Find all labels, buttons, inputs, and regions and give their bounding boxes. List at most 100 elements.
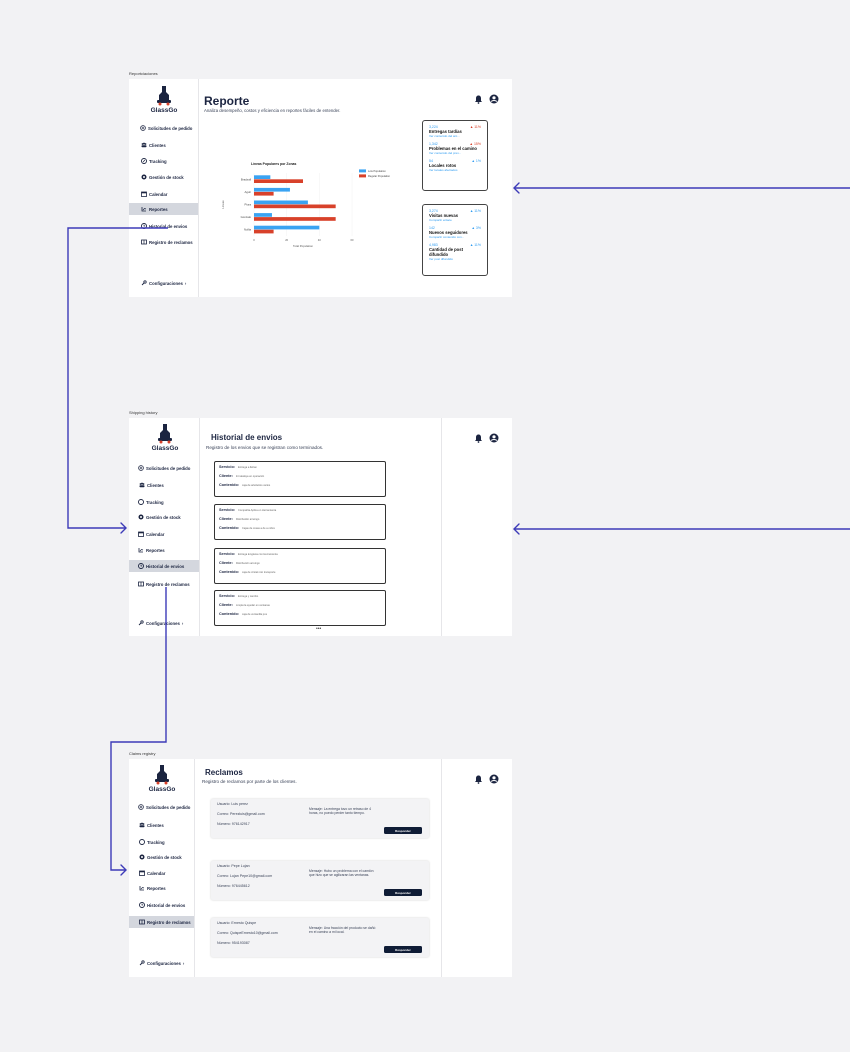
stat-value: 3,224 — [429, 125, 438, 129]
sidebar-item-calendar[interactable]: Calendar — [129, 188, 198, 200]
sidebar-item-label: Calendar — [147, 870, 166, 876]
sidebar-item-reclamos[interactable]: Registro de reclamos — [129, 236, 198, 248]
calendar-icon — [141, 191, 147, 197]
sidebar-item-solicitudes[interactable]: Solicitudes de pedido — [129, 122, 198, 134]
cliente-value: Limpieza ayudar en ventanas — [235, 604, 270, 607]
user-avatar-icon[interactable] — [489, 433, 499, 443]
sidebar-item-label: Gestión de stock — [147, 854, 182, 860]
sidebar-item-tracking[interactable]: Tracking — [129, 836, 194, 848]
bell-icon[interactable] — [474, 775, 483, 784]
stat-link[interactable]: Ver post difundido — [429, 257, 454, 261]
sidebar-item-tracking[interactable]: Tracking — [129, 496, 199, 508]
sidebar-item-reportes[interactable]: Reportes — [129, 203, 198, 215]
bell-icon[interactable] — [474, 95, 483, 104]
arrowhead-icon — [120, 864, 127, 876]
chart-title: Líneas Populares por Zonas — [251, 162, 297, 166]
chart-icon — [138, 547, 144, 553]
bar — [254, 229, 274, 234]
claim-message: Mensaje: Hubo un problema con el camión … — [309, 869, 374, 877]
sidebar-item-config[interactable]: Configuraciones › — [141, 280, 186, 287]
responder-button[interactable]: Responder — [384, 946, 422, 953]
user-avatar-icon[interactable] — [489, 774, 499, 784]
sidebar-item-stock[interactable]: Gestión de stock — [129, 171, 198, 183]
sidebar-item-calendar[interactable]: Calendar — [129, 867, 194, 879]
history-card[interactable]: Servicio:Entrega lengüeta con Herramient… — [214, 548, 386, 584]
clock-icon — [139, 902, 145, 908]
more-indicator[interactable]: ••• — [316, 626, 322, 632]
users-icon — [139, 822, 145, 828]
frame-label-historial: Shipping history — [129, 410, 158, 415]
brand-name: GlassGo — [150, 107, 178, 114]
claim-email: Correo: Lujan Pepe10@gmail.com — [217, 874, 273, 878]
sidebar-item-reclamos[interactable]: Registro de reclamos — [129, 916, 194, 928]
sidebar-item-label: Reportes — [149, 206, 168, 212]
reporte-screen: GlassGo Solicitudes de pedido Clientes T… — [129, 79, 512, 297]
sidebar-item-clientes[interactable]: Clientes — [129, 479, 199, 491]
stat-value: 1,342 — [429, 142, 438, 146]
sidebar-item-reportes[interactable]: Reportes — [129, 544, 199, 556]
stat-link[interactable]: Ver contenido del prev... — [429, 151, 462, 155]
frame-label-reporte: Reportciaciones — [129, 71, 158, 76]
stat-label: Locales rotos — [429, 163, 457, 168]
brand-name: GlassGo — [148, 786, 176, 793]
brand-logo: GlassGo — [142, 765, 182, 793]
stat-link[interactable]: Ver contenido del ant... — [429, 134, 460, 138]
plus-circle-icon — [138, 804, 144, 810]
bar — [254, 175, 271, 179]
arrowhead-icon — [513, 523, 520, 535]
sidebar-item-config[interactable]: Configuraciones › — [138, 620, 183, 627]
wrench-icon — [141, 280, 147, 287]
plus-circle-icon — [140, 125, 146, 131]
sidebar-item-label: Clientes — [149, 142, 166, 148]
cliente-value: Inti atalaya en operación — [235, 475, 265, 478]
y-tick-label: Nollia — [244, 228, 251, 232]
wrench-icon — [139, 960, 145, 967]
sidebar-item-config[interactable]: Configuraciones › — [139, 960, 184, 967]
claim-email: Correo: QuispeErnesto10@gmail.com — [217, 931, 278, 935]
sidebar-item-clientes[interactable]: Clientes — [129, 819, 194, 831]
x-axis-label: Total Population — [293, 244, 313, 248]
sidebar-item-reportes[interactable]: Reportes — [129, 882, 194, 894]
sidebar-item-clientes[interactable]: Clientes — [129, 139, 198, 151]
bar — [254, 204, 336, 209]
sidebar-item-calendar[interactable]: Calendar — [129, 528, 199, 540]
wrench-icon — [138, 620, 144, 627]
sidebar-item-label: Solicitudes de pedido — [146, 465, 191, 471]
responder-button[interactable]: Responder — [384, 827, 422, 834]
stat-link[interactable]: Ver locales afectados — [429, 168, 458, 172]
sidebar-item-tracking[interactable]: Tracking — [129, 155, 198, 167]
stat-link[interactable]: Compartir contenido con... — [429, 235, 465, 239]
sidebar-item-stock[interactable]: Gestión de stock — [129, 851, 194, 863]
claim-message: Mensaje: La entrega tuvo un retraso de 4… — [309, 807, 372, 815]
users-icon — [139, 482, 145, 488]
arrowhead-icon — [513, 182, 520, 194]
sidebar: GlassGo Solicitudes de pedido Clientes T… — [129, 418, 200, 636]
sidebar-item-solicitudes[interactable]: Solicitudes de pedido — [129, 462, 199, 474]
sidebar-item-label: Registro de reclamos — [147, 919, 191, 925]
stat-link[interactable]: Compartir enlace — [429, 218, 452, 222]
calendar-icon — [138, 531, 144, 537]
calendar-icon — [139, 870, 145, 876]
sidebar-item-historial[interactable]: Historial de envios — [129, 899, 194, 911]
claim-message: Mensaje: Una fracción del producto se da… — [309, 926, 376, 934]
box-icon — [139, 854, 145, 860]
responder-button[interactable]: Responder — [384, 889, 422, 896]
stat-change: ▲ 1% — [471, 159, 482, 163]
plus-circle-icon — [138, 465, 144, 471]
sidebar-item-reclamos[interactable]: Registro de reclamos — [129, 578, 199, 590]
sidebar-item-solicitudes[interactable]: Solicitudes de pedido — [129, 801, 194, 813]
chevron-right-icon: › — [181, 621, 184, 626]
user-avatar-icon[interactable] — [489, 94, 499, 104]
sidebar-item-historial[interactable]: Historial de envios — [129, 560, 199, 572]
contenido-value: caja de cristal roto transporte — [242, 571, 276, 574]
sidebar-item-stock[interactable]: Gestión de stock — [129, 511, 199, 523]
sidebar-item-historial[interactable]: Historial de envios — [129, 220, 198, 232]
servicio-label: Servicio: — [219, 594, 236, 598]
box-icon — [141, 174, 147, 180]
bell-icon[interactable] — [474, 434, 483, 443]
cliente-value: Distribución arreingo — [235, 562, 260, 565]
